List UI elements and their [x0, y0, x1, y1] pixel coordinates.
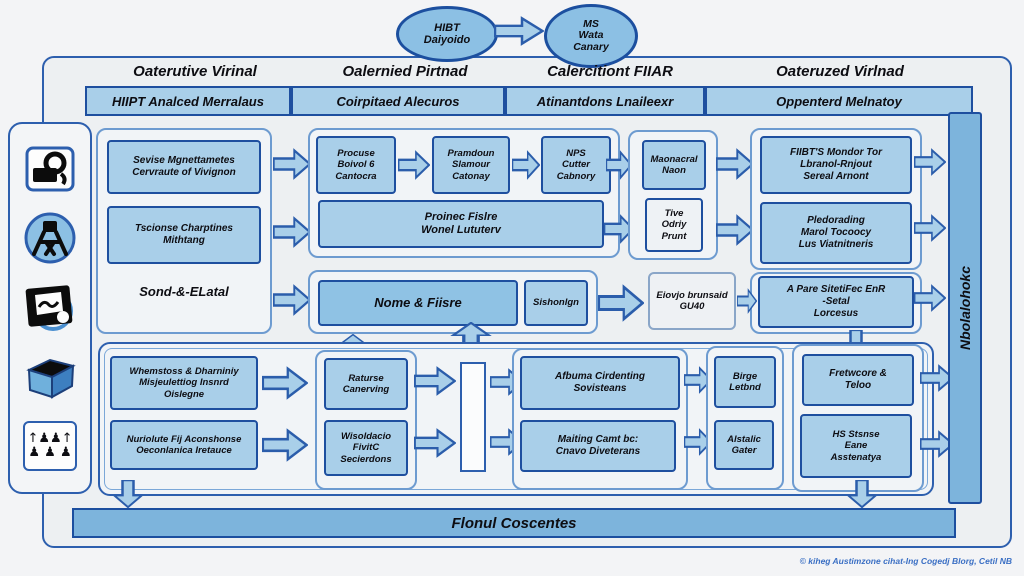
column-title: Oalernied Pirtnad — [342, 63, 468, 80]
process-box: Maonacral Naon — [642, 140, 706, 190]
process-box: Procuse Boivol 6 Cantocra — [316, 136, 396, 194]
process-box: Afbuma Cirdenting Sovisteans — [520, 356, 680, 410]
process-box: A Pare SitetiFec EnR -Setal Lorcesus — [758, 276, 914, 328]
flow-node-label: MS Wata Canary — [573, 17, 609, 53]
process-box: Nuriolute Fij Aconshonse Oeconlanica Ire… — [110, 420, 258, 470]
process-box: FIIBT'S Mondor Tor Lbranol-Rnjout Sereal… — [760, 136, 912, 194]
process-box: Pledorading Marol Tocoocy Lus Viatnitner… — [760, 202, 912, 264]
flow-arrow — [606, 150, 632, 180]
merge-slot — [460, 362, 486, 472]
bottom-bar-label: Flonul Coscentes — [451, 514, 577, 532]
process-box: NPS Cutter Cabnory — [541, 136, 611, 194]
flow-arrow — [684, 366, 712, 394]
output-box: Eiovjo brunsaid GU40 — [648, 272, 736, 330]
flow-arrow — [414, 428, 456, 458]
flow-arrow — [262, 366, 308, 400]
process-box: Birge Letbnd — [714, 356, 776, 408]
flow-arrow — [914, 148, 946, 176]
pieces-row: ↑♟♟↑ — [27, 431, 73, 447]
flow-arrow — [112, 480, 144, 508]
pieces-row: ♟ ♟ ♟ — [28, 445, 72, 460]
flow-arrow — [920, 430, 954, 458]
process-box: Fretwcore & Teloo — [802, 354, 914, 406]
scanner-camera-icon — [23, 145, 77, 193]
bottom-bar: Flonul Coscentes — [72, 508, 956, 538]
header-cell: HIIPT Analced Merralaus — [85, 86, 291, 116]
flow-arrow — [512, 150, 540, 180]
icon-sidebar: ↑♟♟↑ ♟ ♟ ♟ — [8, 122, 92, 494]
flow-arrow — [914, 214, 946, 242]
group-label: Sond-&-ELatal — [139, 284, 229, 299]
process-box-wide: Nome & Fiisre — [318, 280, 518, 326]
process-box: Sevise Mgnettametes Cervraute of Vivigno… — [107, 140, 261, 194]
flow-node-hibt: HIBT Daiyoido — [396, 6, 498, 62]
flow-arrow — [414, 366, 456, 396]
pieces-arrows-icon: ↑♟♟↑ ♟ ♟ ♟ — [23, 421, 77, 471]
flow-arrow — [398, 150, 430, 180]
process-box: Maiting Camt bc: Cnavo Diveterans — [520, 420, 676, 472]
storage-box-icon — [23, 352, 77, 400]
process-box: Tive Odriy Prunt — [645, 198, 703, 252]
flow-arrow — [684, 428, 712, 456]
flow-node-ms: MS Wata Canary — [544, 4, 638, 68]
flow-arrow — [262, 428, 308, 462]
flow-arrow — [598, 284, 644, 322]
process-box-wide: Proinec Fislre Wonel Lututerv — [318, 200, 604, 248]
flow-arrow — [494, 16, 544, 46]
photo-hazard-icon — [23, 283, 77, 331]
flow-arrow — [716, 148, 754, 180]
process-box: Whemstoss & Dharniniy Misjeulettiog Insn… — [110, 356, 258, 410]
process-box: Raturse Canerving — [324, 358, 408, 410]
header-cell: Coirpitaed Alecuros — [291, 86, 505, 116]
header-cell: Oppenterd Melnatoy — [705, 86, 973, 116]
header-cell: Atinantdons Lnaileexr — [505, 86, 705, 116]
flow-arrow — [273, 148, 311, 180]
right-vertical-bar: Nbolalohokc — [948, 112, 982, 504]
flow-arrow — [914, 284, 946, 312]
column-title: Calercitiont FIIAR — [547, 63, 673, 80]
flow-arrow — [716, 214, 754, 246]
process-box: Alstalic Gater — [714, 420, 774, 470]
flow-arrow — [737, 288, 757, 314]
column-title: Oaterutive Virinal — [133, 63, 257, 80]
process-box: Tscionse Charptines Mithtang — [107, 206, 261, 264]
column-title: Oateruzed Virlnad — [776, 63, 904, 80]
flow-node-label: HIBT Daiyoido — [423, 21, 471, 46]
right-bar-label: Nbolalohokc — [957, 265, 973, 350]
process-box: Wisoldacio FivitC Secierdons — [324, 420, 408, 476]
image-caption: © kiheg Austimzone cihat-Ing Cogedj Blor… — [799, 556, 1012, 566]
flow-arrow — [604, 214, 634, 244]
flow-arrow — [920, 364, 954, 392]
flow-arrow — [273, 216, 311, 248]
flow-arrow — [846, 480, 878, 508]
robot-claw-icon — [23, 212, 77, 264]
process-box: Pramdoun Slamour Catonay — [432, 136, 510, 194]
process-box: HS Stsnse Eane Asstenatya — [800, 414, 912, 478]
flow-arrow — [273, 284, 311, 316]
process-box: Sishonlgn — [524, 280, 588, 326]
